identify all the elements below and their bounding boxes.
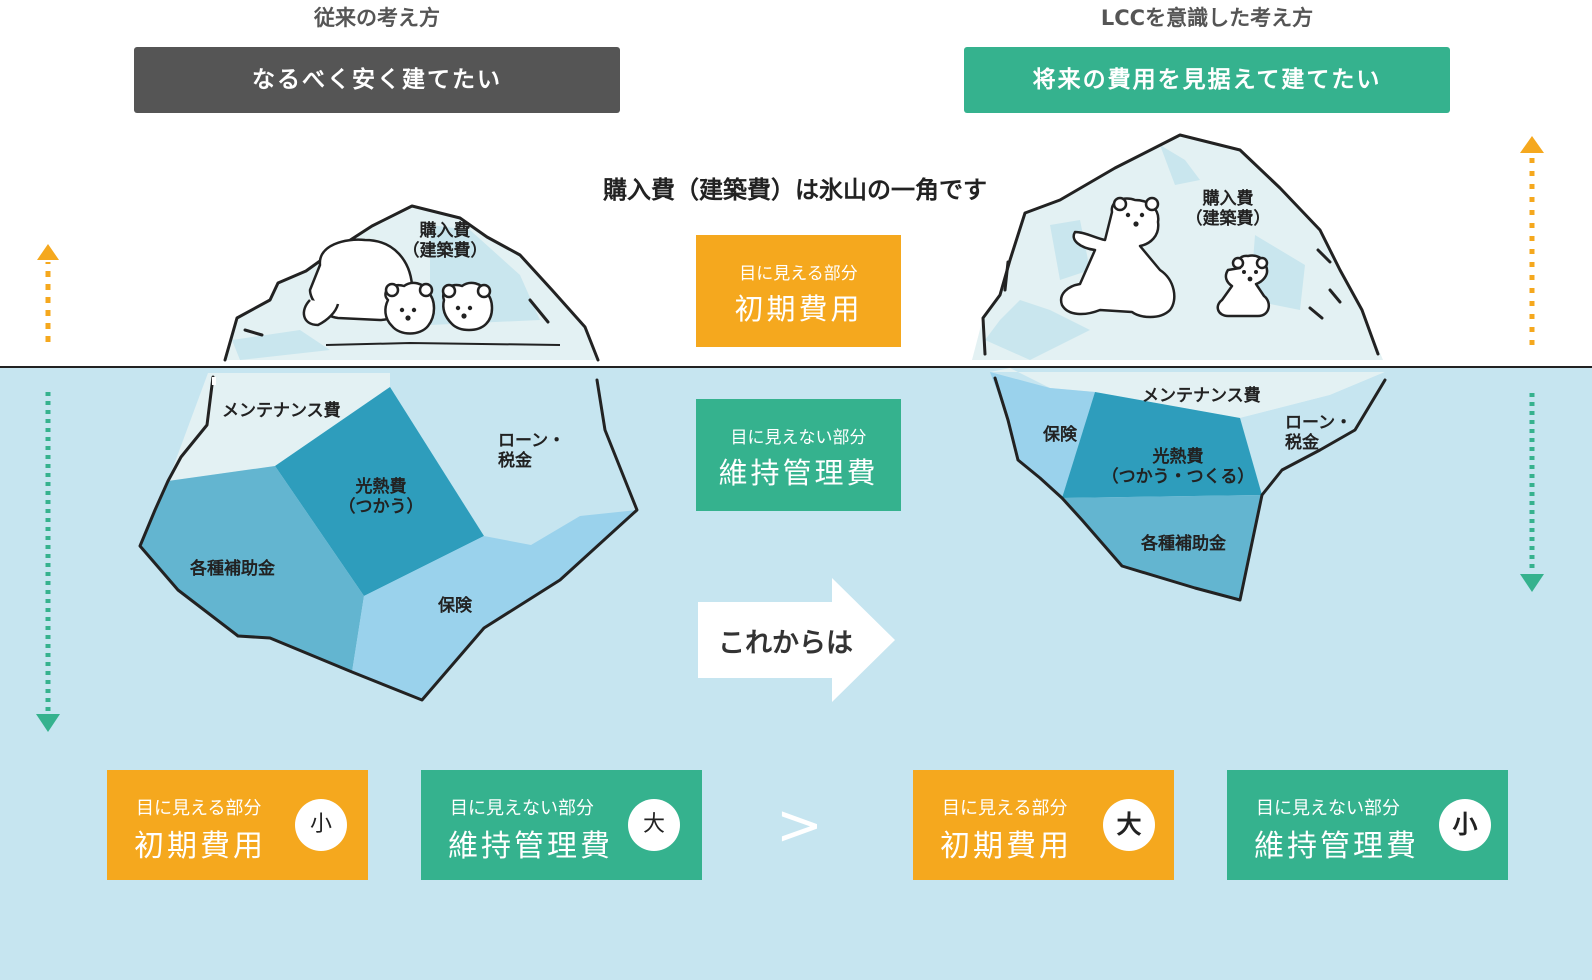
left-maintenance-label: メンテナンス費: [222, 401, 341, 421]
left-subsidy-label: 各種補助金: [190, 559, 275, 579]
bottom-left-visible-large: 初期費用: [134, 829, 266, 864]
left-subsidy-segment: [140, 466, 364, 672]
right-utility-segment: [1062, 392, 1262, 498]
right-banner: 将来の費用を見据えて建てたい: [964, 47, 1450, 113]
right-arrow-icon: [698, 578, 895, 702]
right-loan-label: ローン・ 税金: [1285, 413, 1353, 453]
bottom-left-hidden-box: 目に見えない部分 維持管理費 大: [421, 770, 702, 880]
right-insurance-segment: [990, 372, 1095, 498]
right-subsidy-segment: [1062, 495, 1262, 600]
bottom-left-visible-small: 目に見える部分: [136, 798, 262, 819]
right-tip-label-line1: 購入費: [1202, 189, 1254, 209]
left-tip-label-line1: 購入費: [419, 221, 471, 241]
left-insurance-label: 保険: [438, 596, 472, 616]
left-loan-segment: [390, 373, 637, 545]
left-utility-label: 光熱費 （つかう）: [331, 477, 431, 517]
bottom-right-visible-large: 初期費用: [940, 829, 1072, 864]
left-tip-label-line2: （建築費）: [402, 240, 488, 261]
right-tip-label: 購入費 （建築費）: [1178, 189, 1278, 229]
down-arrow-icon: [36, 392, 60, 732]
iceberg-caption: 購入費（建築費）は氷山の一角です: [603, 176, 987, 204]
polar-bear-icon: [302, 238, 494, 335]
right-maintenance-label: メンテナンス費: [1142, 386, 1261, 406]
from-now-on-label: これからは: [718, 628, 853, 659]
bottom-right-hidden-size: 小: [1439, 799, 1491, 851]
bottom-left-hidden-small: 目に見えない部分: [450, 798, 594, 819]
bottom-left-visible-box: 目に見える部分 初期費用 小: [107, 770, 368, 880]
right-insurance-label: 保険: [1043, 425, 1077, 445]
left-loan-label: ローン・ 税金: [498, 431, 566, 471]
right-utility-label: 光熱費 （つかう・つくる）: [1098, 447, 1258, 487]
maintenance-cost-label: 維持管理費: [718, 456, 879, 490]
bottom-left-visible-size: 小: [295, 799, 347, 851]
left-utility-segment: [275, 387, 484, 596]
right-loan-segment: [1240, 372, 1385, 495]
bottom-right-visible-small: 目に見える部分: [942, 798, 1068, 819]
left-utility-label-line1: 光熱費: [355, 477, 407, 497]
bottom-left-hidden-size: 大: [628, 799, 680, 851]
up-arrow-icon: [37, 244, 59, 342]
left-heading: 従来の考え方: [314, 6, 440, 30]
left-utility-label-line2: （つかう）: [338, 496, 424, 517]
bottom-right-hidden-small: 目に見えない部分: [1256, 798, 1400, 819]
bottom-right-hidden-box: 目に見えない部分 維持管理費 小: [1227, 770, 1508, 880]
left-iceberg: [138, 204, 639, 702]
initial-cost-label: 初期費用: [734, 292, 863, 326]
right-loan-label-line1: ローン・: [1285, 413, 1353, 433]
left-loan-label-line2: 税金: [498, 450, 532, 471]
right-utility-label-line2: （つかう・つくる）: [1101, 466, 1255, 487]
right-maintenance-segment: [990, 368, 1385, 418]
visible-part-label: 目に見える部分: [739, 264, 858, 284]
left-loan-label-line1: ローン・: [498, 431, 566, 451]
hidden-part-label: 目に見えない部分: [730, 428, 867, 448]
visible-part-box: 目に見える部分 初期費用: [696, 235, 901, 347]
left-tip-label: 購入費 （建築費）: [395, 221, 495, 261]
hidden-part-box: 目に見えない部分 維持管理費: [696, 399, 901, 511]
right-loan-label-line2: 税金: [1285, 432, 1319, 453]
right-utility-label-line1: 光熱費: [1152, 447, 1204, 467]
down-arrow-icon: [1520, 393, 1544, 592]
up-arrow-icon: [1520, 136, 1544, 345]
bottom-left-hidden-large: 維持管理費: [448, 829, 613, 864]
left-insurance-segment: [352, 510, 637, 700]
right-iceberg: [972, 133, 1387, 602]
left-banner: なるべく安く建てたい: [134, 47, 620, 113]
bottom-right-visible-box: 目に見える部分 初期費用 大: [913, 770, 1174, 880]
right-tip-label-line2: （建築費）: [1185, 208, 1271, 229]
comparison-sign: >: [776, 793, 823, 858]
right-subsidy-label: 各種補助金: [1141, 534, 1226, 554]
left-maintenance-segment: [168, 373, 390, 481]
bottom-right-hidden-large: 維持管理費: [1254, 829, 1419, 864]
right-heading: LCCを意識した考え方: [1100, 6, 1314, 30]
bottom-right-visible-size: 大: [1103, 799, 1155, 851]
